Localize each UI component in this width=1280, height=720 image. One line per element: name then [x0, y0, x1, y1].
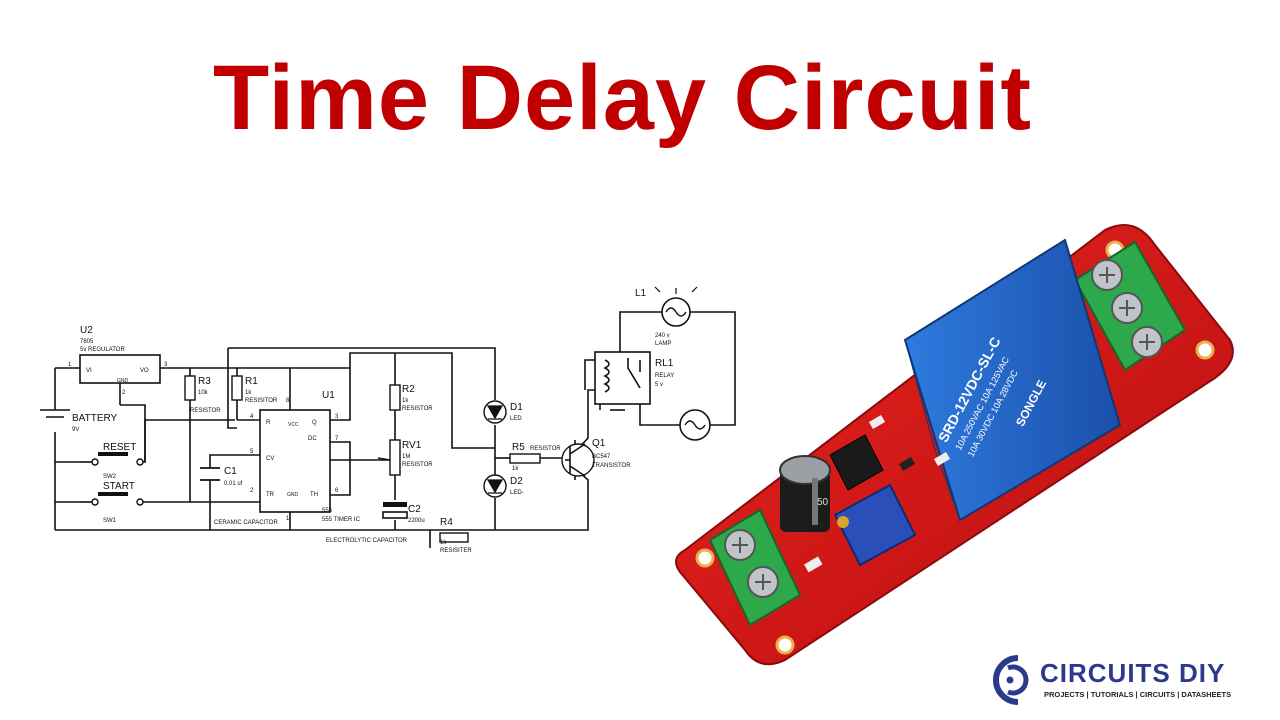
- u1-ref: U1: [322, 390, 335, 401]
- u1-th: TH: [310, 492, 318, 498]
- r4-value: 1k: [440, 540, 447, 546]
- l1-desc: LAMP: [655, 341, 671, 347]
- u1-pin6: 6: [335, 488, 339, 494]
- r4-ref: R4: [440, 517, 453, 528]
- u1-q: Q: [312, 420, 317, 426]
- c1-desc: CERAMIC CAPACITOR: [214, 520, 278, 526]
- page-title: Time Delay Circuit: [212, 47, 1033, 149]
- c2-ref: C2: [408, 504, 421, 515]
- r2-ref: R2: [402, 384, 415, 395]
- r4-desc: RESISITER: [440, 548, 472, 554]
- reset-ref: SW2: [103, 474, 117, 480]
- capacitor-label: 50: [817, 497, 829, 508]
- rv1-value: 1M: [402, 454, 410, 460]
- u1-gnd: GND: [287, 492, 299, 498]
- u1-vcc: VCC: [288, 422, 299, 428]
- u2-vo: VO: [140, 368, 149, 374]
- rl1-desc: RELAY: [655, 373, 674, 379]
- u2-pin2: 2: [122, 390, 126, 396]
- u1-desc: 555 TIMER IC: [322, 517, 361, 523]
- relay-board-photo: SRD-12VDC-SL-C 10A 250VAC 10A 125VAC 10A…: [675, 224, 1234, 666]
- d1-ref: D1: [510, 402, 523, 413]
- logo-icon: [993, 655, 1029, 705]
- d2-desc: LED-: [510, 490, 524, 496]
- u1-dc: DC: [308, 436, 317, 442]
- u1-pin2: 2: [250, 488, 254, 494]
- rv1-ref: RV1: [402, 440, 422, 451]
- reset-label: RESET: [103, 442, 136, 453]
- r5-value: 1k: [512, 466, 519, 472]
- l1-ref: L1: [635, 288, 647, 299]
- r3-ref: R3: [198, 376, 211, 387]
- c1-ref: C1: [224, 466, 237, 477]
- c1-value: 0.01 uf: [224, 481, 243, 487]
- u2-desc: 5v REGULATOR: [80, 347, 125, 353]
- c2-value: 2200u: [408, 518, 425, 524]
- u1-tr: TR: [266, 492, 275, 498]
- u1-pin1: 1: [286, 516, 290, 522]
- u1-pin8: 8: [286, 398, 290, 404]
- r1-value: 1k: [245, 390, 252, 396]
- r3-desc: RESISTOR: [190, 408, 221, 414]
- r2-desc: RESISTOR: [402, 406, 433, 412]
- r2-value: 1k: [402, 398, 409, 404]
- rl1-value: 5 v: [655, 382, 663, 388]
- u2-part: 7805: [80, 339, 94, 345]
- u2-vi: VI: [86, 368, 92, 374]
- r1-ref: R1: [245, 376, 258, 387]
- u1-part: 555: [322, 508, 333, 514]
- output-terminal-block: [1073, 240, 1187, 372]
- u1-cv: CV: [266, 456, 274, 462]
- q1-part: BC547: [592, 454, 611, 460]
- u2-gnd: GND: [117, 378, 129, 384]
- r5-desc: RESISTOR: [530, 446, 561, 452]
- electrolytic-capacitor: 50: [779, 455, 831, 532]
- trimmer-potentiometer: [833, 483, 917, 567]
- d1-desc: LED: [510, 416, 522, 422]
- u1-pin7: 7: [335, 436, 339, 442]
- relay: SRD-12VDC-SL-C 10A 250VAC 10A 125VAC 10A…: [903, 238, 1122, 522]
- u1-pin3: 3: [335, 414, 339, 420]
- d2-ref: D2: [510, 476, 523, 487]
- rv1-desc: RESISTOR: [402, 462, 433, 468]
- u2-pin1: 1: [68, 362, 72, 368]
- battery-value: 9V: [72, 427, 79, 433]
- q1-desc: TRANSISTOR: [592, 463, 631, 469]
- l1-value: 240 v: [655, 333, 670, 339]
- circuits-diy-logo: CIRCUITS DIY PROJECTS | TUTORIALS | CIRC…: [993, 655, 1231, 705]
- rl1-ref: RL1: [655, 358, 674, 369]
- r1-desc: RESISITOR: [245, 398, 278, 404]
- c2-desc: ELECTROLYTIC CAPACITOR: [326, 538, 408, 544]
- q1-ref: Q1: [592, 438, 606, 449]
- logo-brand: CIRCUITS DIY: [1040, 658, 1225, 688]
- u2-pin3: 3: [164, 362, 168, 368]
- r5-ref: R5: [512, 442, 525, 453]
- u1-r: R: [266, 420, 271, 426]
- logo-tagline: PROJECTS | TUTORIALS | CIRCUITS | DATASH…: [1044, 690, 1231, 699]
- u1-pin5: 5: [250, 449, 254, 455]
- circuit-schematic: U2 7805 5v REGULATOR VI VO GND 1 3 2 BAT…: [40, 286, 736, 554]
- start-ref: SW1: [103, 518, 117, 524]
- input-terminal-block: [708, 508, 802, 627]
- start-label: START: [103, 481, 135, 492]
- battery-label: BATTERY: [72, 413, 118, 424]
- r3-value: 10k: [198, 390, 209, 396]
- u2-ref: U2: [80, 325, 93, 336]
- u1-pin4: 4: [250, 414, 254, 420]
